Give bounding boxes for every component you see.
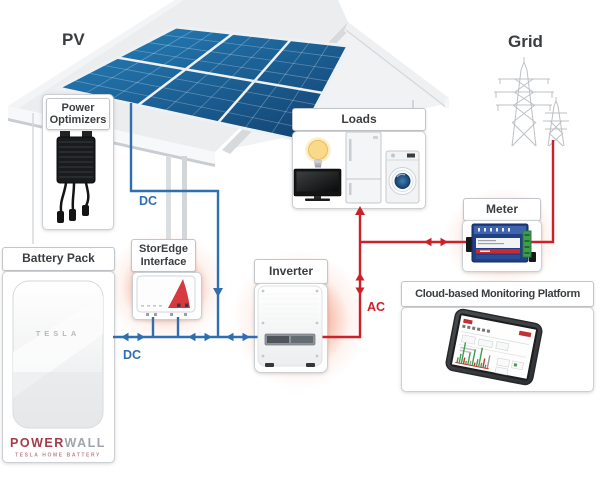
dc-arrowheads xyxy=(121,288,250,342)
monitoring-tablet xyxy=(445,308,543,386)
powerwall-device: TESLA POWERWALL TESLA HOME BATTERY xyxy=(10,280,106,459)
grid-title: Grid xyxy=(508,32,543,51)
ac-arrowheads xyxy=(355,206,448,296)
washing-machine-icon xyxy=(385,150,420,204)
battery-pack-label: Battery Pack xyxy=(2,247,115,271)
inverter-device xyxy=(257,285,323,367)
refrigerator-icon xyxy=(345,131,382,204)
meter-label: Meter xyxy=(463,198,541,221)
power-optimizers-label: Power Optimizers xyxy=(46,98,110,130)
tv-icon xyxy=(293,168,342,201)
powerwall-brand-text: TESLA xyxy=(36,329,81,338)
lightbulb-icon xyxy=(305,137,331,168)
ac-label: AC xyxy=(367,300,386,314)
dc-label-battery: DC xyxy=(123,348,142,362)
power-optimizer-device xyxy=(56,131,96,223)
tablet-bar-chart xyxy=(455,342,491,370)
grid-towers xyxy=(494,57,569,147)
powerwall-product-text: POWERWALL xyxy=(10,436,106,450)
dc-label-pv: DC xyxy=(139,194,158,208)
monitoring-platform-label: Cloud-based Monitoring Platform xyxy=(401,281,594,307)
storedge-device xyxy=(136,275,196,316)
powerwall-subtitle-text: TESLA HOME BATTERY xyxy=(15,453,101,459)
meter-device xyxy=(466,223,536,263)
storedge-interface-label: StorEdge Interface xyxy=(131,239,196,272)
pv-title: PV xyxy=(62,30,85,49)
loads-label: Loads xyxy=(292,108,426,131)
inverter-label: Inverter xyxy=(254,259,328,284)
loads-icons xyxy=(293,131,420,204)
